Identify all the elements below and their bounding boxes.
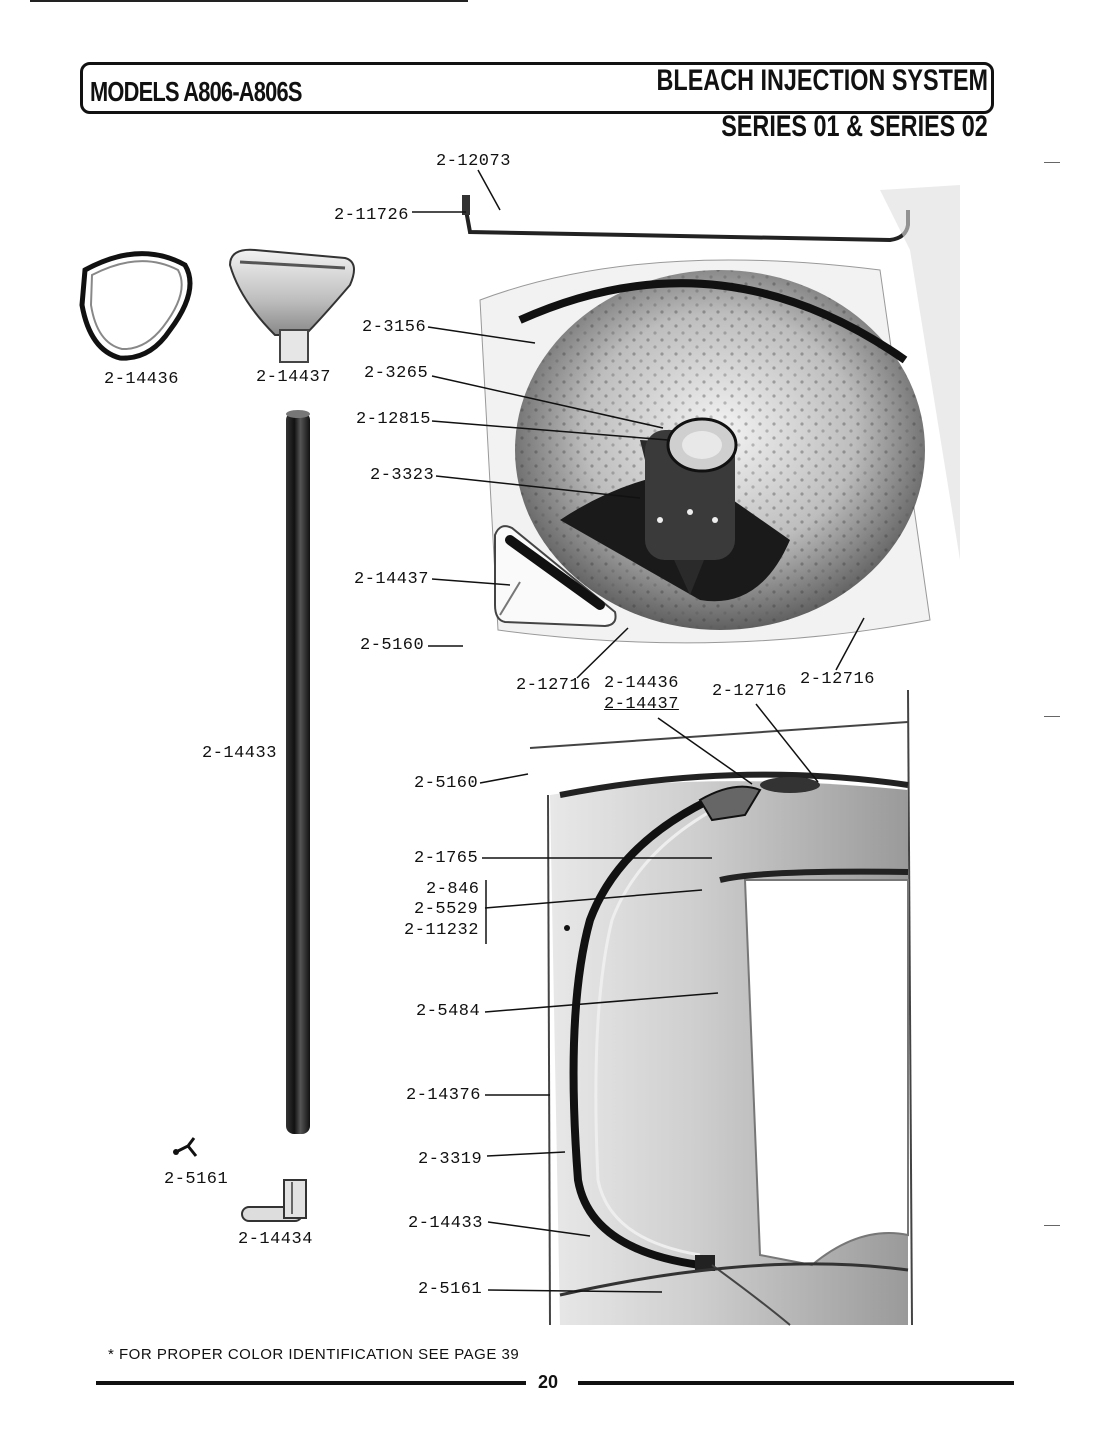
top-edge-line — [30, 0, 468, 2]
footer-rule-right — [578, 1381, 1014, 1385]
leader-lines — [412, 169, 865, 1293]
part-label-2-12815: 2-12815 — [356, 410, 431, 429]
part-label-2-5161-left: 2-5161 — [164, 1170, 229, 1189]
part-label-2-14437-mid: 2-14437 — [354, 570, 429, 589]
part-label-2-3319: 2-3319 — [418, 1150, 483, 1169]
part-label-2-12073: 2-12073 — [436, 152, 511, 171]
part-label-2-3156: 2-3156 — [362, 318, 427, 337]
part-label-2-5529: 2-5529 — [414, 900, 479, 919]
part-label-2-14436-b: 2-14436 — [604, 674, 679, 693]
part-label-2-5484: 2-5484 — [416, 1002, 481, 1021]
part-label-2-14436-left: 2-14436 — [104, 370, 179, 389]
page-number: 20 — [538, 1372, 559, 1392]
part-label-2-5160-low: 2-5160 — [414, 774, 479, 793]
header-frame — [80, 62, 994, 114]
part-label-2-846: 2-846 — [426, 880, 480, 899]
part-label-2-14376: 2-14376 — [406, 1086, 481, 1105]
part-label-2-1765: 2-1765 — [414, 849, 479, 868]
model-title: MODELS A806-A806S — [90, 76, 302, 107]
part-label-2-12716-b: 2-12716 — [712, 682, 787, 701]
lower-cabinet-view — [529, 689, 913, 1326]
upper-washer-view — [462, 185, 960, 644]
part-label-2-11232: 2-11232 — [404, 921, 479, 940]
part-label-2-14437-b: 2-14437 — [604, 695, 679, 714]
elbow-connector-part — [241, 1179, 307, 1222]
part-label-2-3265: 2-3265 — [364, 364, 429, 383]
part-label-2-5160-mid: 2-5160 — [360, 636, 425, 655]
gasket-ring-part — [79, 251, 193, 361]
part-label-2-14437-left: 2-14437 — [256, 368, 331, 387]
margin-tick — [1044, 162, 1060, 163]
color-identification-footnote: * FOR PROPER COLOR IDENTIFICATION SEE PA… — [108, 1346, 520, 1363]
margin-tick — [1044, 1225, 1060, 1226]
part-label-2-12716-a: 2-12716 — [516, 676, 591, 695]
part-label-2-14433-low: 2-14433 — [408, 1214, 483, 1233]
bleach-hose-part — [286, 410, 310, 1134]
series-title: SERIES 01 & SERIES 02 — [721, 110, 988, 143]
part-label-2-14433-left: 2-14433 — [202, 744, 277, 763]
part-label-2-12716-c: 2-12716 — [800, 670, 875, 689]
margin-tick — [1044, 716, 1060, 717]
part-label-2-5161-low: 2-5161 — [418, 1280, 483, 1299]
system-title: BLEACH INJECTION SYSTEM — [656, 64, 988, 97]
hose-clamp-part — [173, 1137, 198, 1157]
part-label-2-3323: 2-3323 — [370, 466, 435, 485]
part-label-2-14434: 2-14434 — [238, 1230, 313, 1249]
bleach-funnel-part — [228, 248, 355, 363]
footer-rule-left — [96, 1381, 526, 1385]
part-label-2-11726: 2-11726 — [334, 206, 409, 225]
